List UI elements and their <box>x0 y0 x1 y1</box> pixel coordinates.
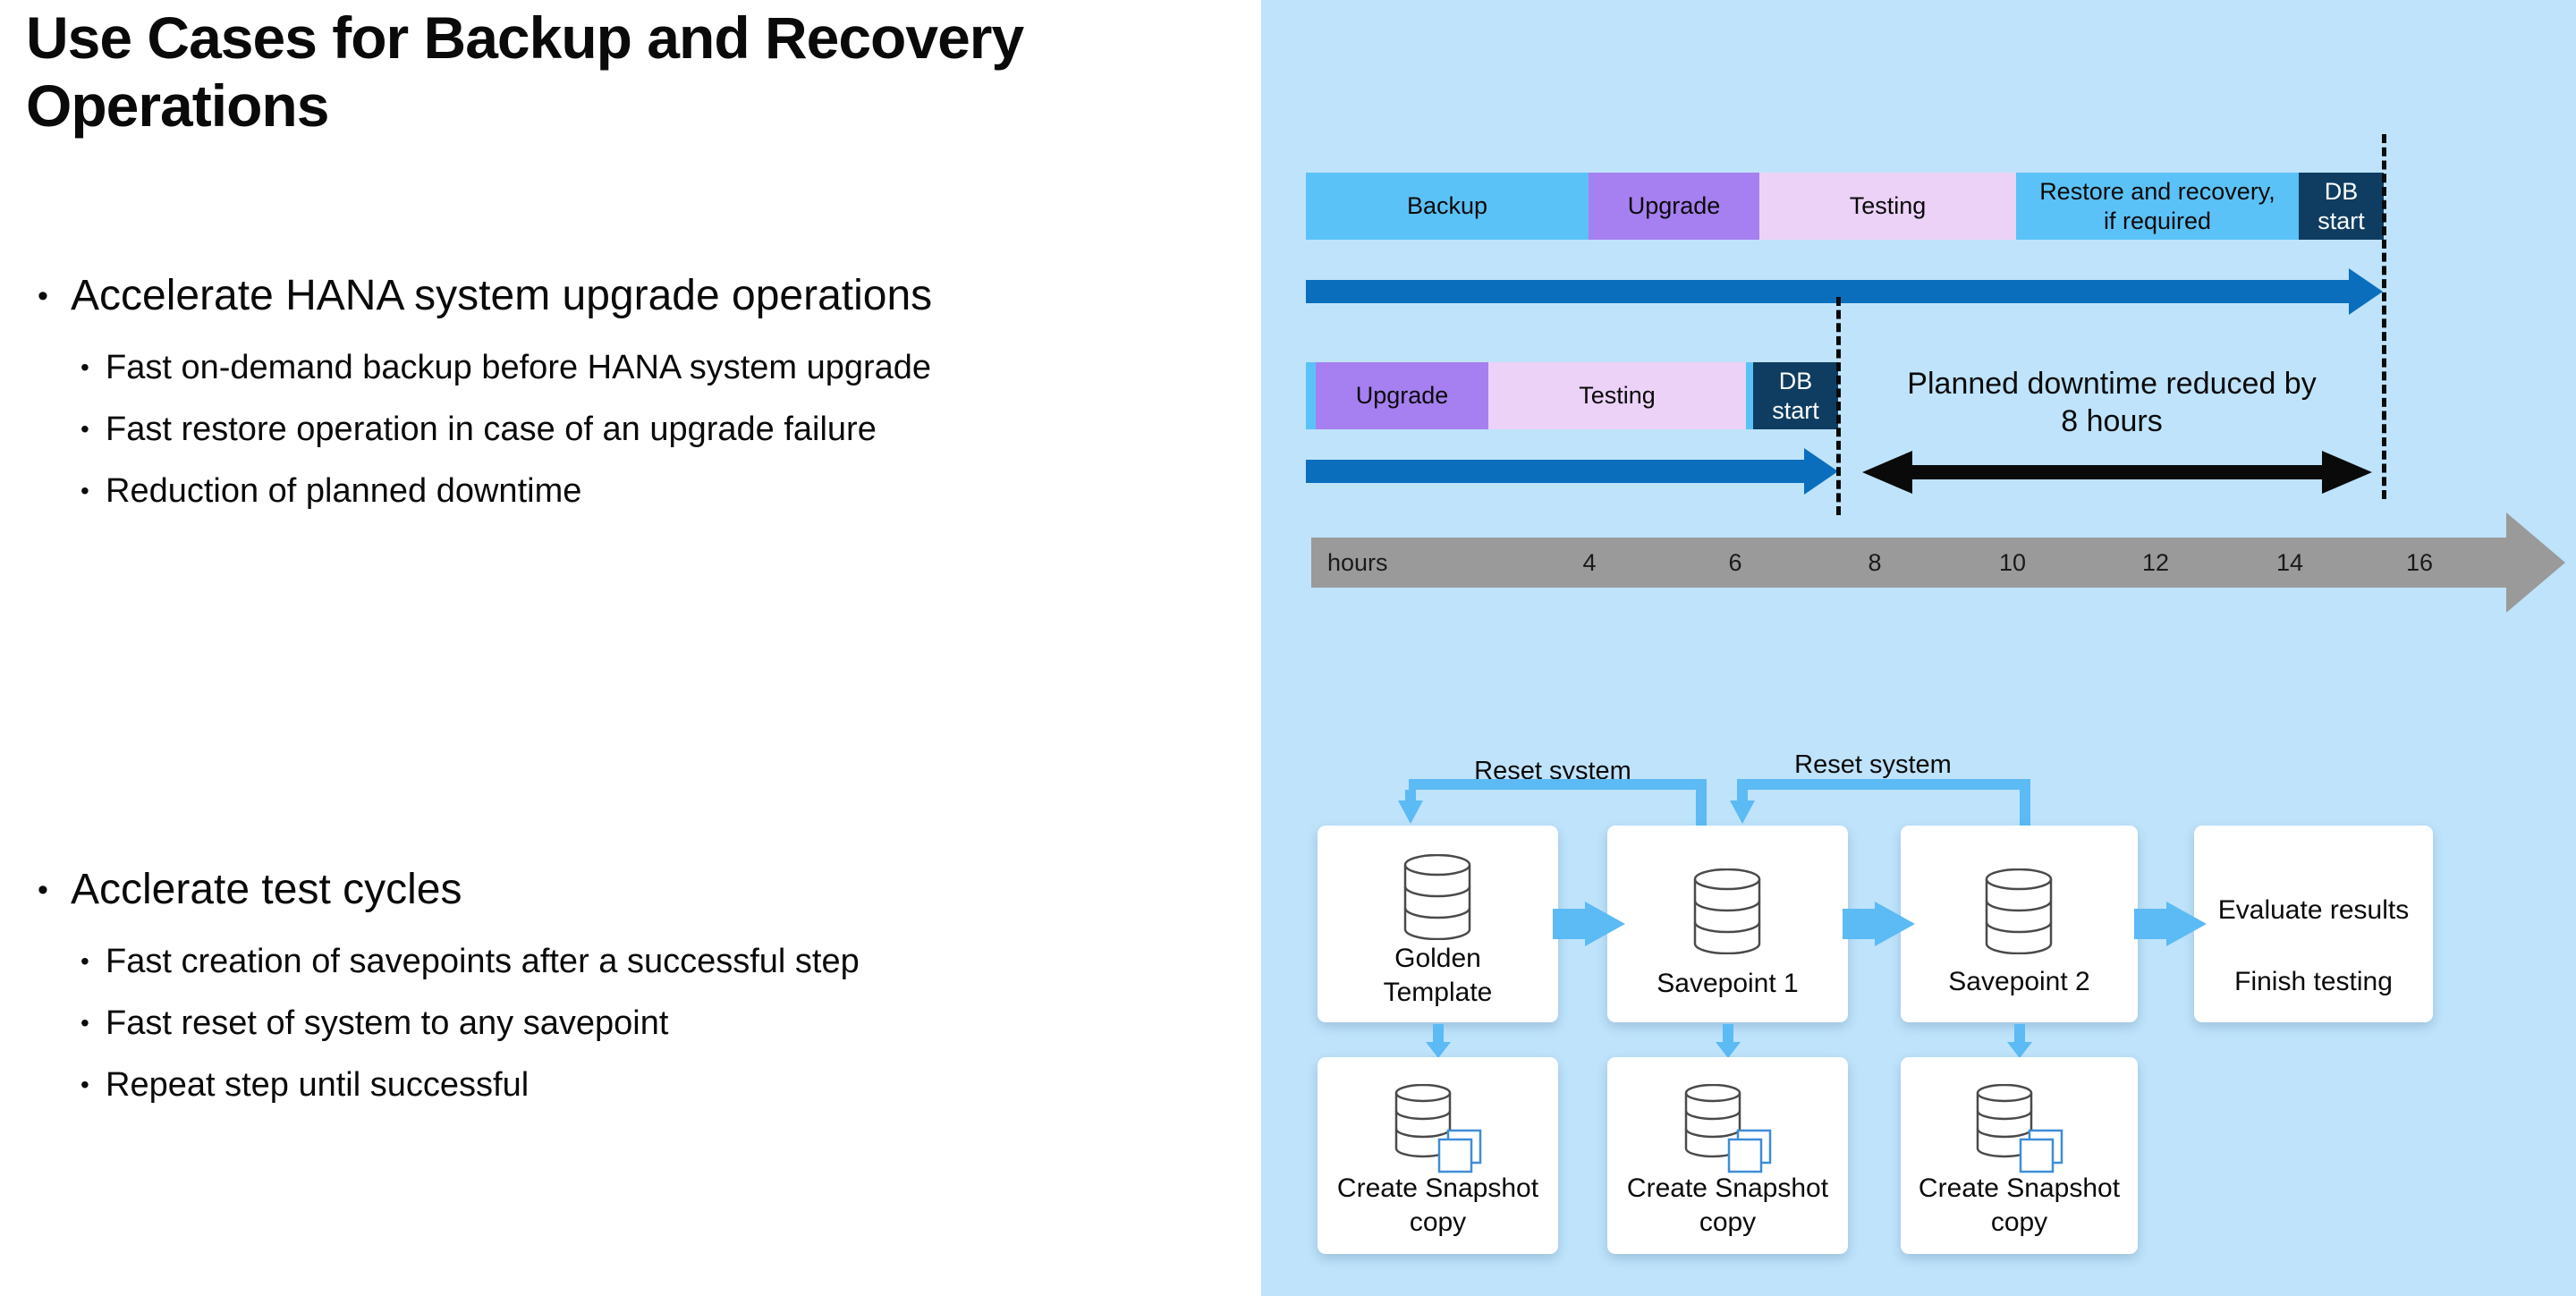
bullet-item: • Fast reset of system to any savepoint <box>38 1003 1236 1044</box>
flow-right-arrow-2 <box>1843 902 1915 946</box>
bullet-icon: • <box>80 947 89 975</box>
flow-box-label: Create Snapshot copy <box>1626 1173 1829 1237</box>
bullet-item: • Repeat step until successful <box>38 1064 1236 1105</box>
segment-db-start: DB start <box>2299 173 2384 240</box>
elapsed-time-arrow-without <box>1306 268 2383 315</box>
hours-axis-bar <box>1311 538 2506 588</box>
page-title: Use Cases for Backup and Recovery Operat… <box>26 4 1024 140</box>
flow-box-label: Evaluate results <box>2217 895 2410 925</box>
bullet-item: • Fast restore operation in case of an u… <box>38 409 1236 450</box>
flow-box-label: Create Snapshot copy <box>1336 1173 1539 1237</box>
bullet-item: • Reduction of planned downtime <box>38 470 1236 512</box>
dashed-line-end-with <box>1836 297 1841 515</box>
axis-tick-12: 12 <box>2141 549 2170 576</box>
flow-box-create-snapshot-2: Create Snapshot copy <box>1607 1057 1848 1254</box>
flow-box-savepoint-1: Savepoint 1 <box>1607 826 1848 1022</box>
flow-box-label: Savepoint 1 <box>1657 969 1799 998</box>
segment-restore-fast <box>1746 362 1753 429</box>
axis-unit-label: hours <box>1327 549 1388 576</box>
page-title-line2: Operations <box>26 72 329 139</box>
flow-box-label: Create Snapshot copy <box>1918 1173 2121 1237</box>
database-icon <box>1403 854 1471 940</box>
arrow-right-head <box>2322 451 2372 494</box>
reset-connector-1-horizontal <box>1409 779 1707 790</box>
segment-upgrade: Upgrade <box>1316 362 1488 429</box>
database-copy-icon <box>1684 1084 1772 1173</box>
bullet-icon: • <box>38 873 48 907</box>
flow-box-evaluate-results: Evaluate results Finish testing <box>2194 826 2433 1022</box>
arrow-body <box>1911 465 2324 479</box>
bullet-item-label: Fast restore operation in case of an upg… <box>106 411 877 448</box>
timeline-row-without-snapshot: Backup Upgrade Testing Restore and recov… <box>1306 173 2384 240</box>
segment-upgrade: Upgrade <box>1589 173 1759 240</box>
flow-down-arrow-3 <box>2002 1024 2038 1058</box>
bullet-heading-row: • Acclerate test cycles <box>38 864 1236 916</box>
axis-tick-16: 16 <box>2405 549 2434 576</box>
timeline-row-with-snapshot: Upgrade Testing DB start <box>1306 362 1838 429</box>
segment-backup: Backup <box>1306 173 1589 240</box>
database-copy-icon <box>1976 1084 2063 1173</box>
flow-box-golden-template: Golden Template <box>1318 826 1558 1022</box>
bullet-heading: Accelerate HANA system upgrade operation… <box>71 272 933 319</box>
downtime-annotation: Planned downtime reduced by 8 hours <box>1907 367 2317 438</box>
bullet-icon: • <box>80 1071 89 1098</box>
bullet-icon: • <box>80 477 89 504</box>
arrow-left-head <box>1862 451 1912 494</box>
axis-tick-4: 4 <box>1582 549 1597 576</box>
page-title-line1: Use Cases for Backup and Recovery <box>26 4 1024 71</box>
axis-tick-6: 6 <box>1728 549 1742 576</box>
reset-connector-1-left-drop <box>1405 790 1416 800</box>
bullet-item: • Fast on-demand backup before HANA syst… <box>38 347 1236 388</box>
flow-box-create-snapshot-3: Create Snapshot copy <box>1901 1057 2138 1254</box>
flow-box-savepoint-2: Savepoint 2 <box>1901 826 2138 1022</box>
flow-right-arrow-3 <box>2134 902 2207 946</box>
flow-box-label: Golden Template <box>1383 944 1493 1007</box>
bullet-item-label: Fast creation of savepoints after a succ… <box>106 943 860 980</box>
flow-box-label: Savepoint 2 <box>1948 967 2090 996</box>
axis-tick-14: 14 <box>2275 549 2304 576</box>
bullet-heading-row: • Accelerate HANA system upgrade operati… <box>38 270 1236 322</box>
reset-connector-2-left-drop <box>1737 790 1748 800</box>
bullet-group-upgrade: • Accelerate HANA system upgrade operati… <box>38 270 1236 512</box>
segment-restore-recovery: Restore and recovery, if required <box>2016 173 2299 240</box>
segment-testing: Testing <box>1759 173 2016 240</box>
reset-connector-2-horizontal <box>1737 779 2030 790</box>
flow-down-arrow-1 <box>1420 1024 1456 1058</box>
bullet-icon: • <box>80 1009 89 1037</box>
flow-box-label: Finish testing <box>2234 967 2393 996</box>
reset-system-label-2: Reset system <box>1794 750 1952 779</box>
bullet-icon: • <box>80 353 89 381</box>
flow-right-arrow-1 <box>1553 902 1625 946</box>
segment-db-start: DB start <box>1753 362 1838 429</box>
bullet-item: • Fast creation of savepoints after a su… <box>38 941 1236 982</box>
segment-backup-fast <box>1306 362 1316 429</box>
reset-connector-1-right-drop <box>1696 779 1707 826</box>
elapsed-time-arrow-with <box>1306 448 1838 495</box>
bullet-item-label: Repeat step until successful <box>106 1066 530 1104</box>
database-copy-icon <box>1394 1084 1482 1173</box>
reset-connector-2-right-drop <box>2020 779 2030 826</box>
bullet-group-test-cycles: • Acclerate test cycles • Fast creation … <box>38 864 1236 1105</box>
flow-down-arrow-2 <box>1710 1024 1746 1058</box>
database-icon <box>1693 868 1761 954</box>
axis-tick-8: 8 <box>1868 549 1882 576</box>
hours-axis-arrowhead <box>2506 512 2565 613</box>
reset-connector-1-arrowhead-icon <box>1398 800 1423 824</box>
bullet-item-label: Fast on-demand backup before HANA system… <box>106 349 932 386</box>
time-saved-arrow <box>1862 449 2372 496</box>
bullet-item-label: Fast reset of system to any savepoint <box>106 1004 669 1042</box>
axis-tick-10: 10 <box>1998 549 2027 576</box>
database-icon <box>1985 868 2053 954</box>
dashed-line-end-without <box>2382 134 2386 499</box>
flow-box-create-snapshot-1: Create Snapshot copy <box>1318 1057 1558 1254</box>
segment-testing: Testing <box>1488 362 1746 429</box>
reset-connector-2-arrowhead-icon <box>1730 800 1755 824</box>
bullet-item-label: Reduction of planned downtime <box>106 472 582 510</box>
bullet-icon: • <box>38 279 48 313</box>
bullet-icon: • <box>80 415 89 443</box>
bullet-heading: Acclerate test cycles <box>71 866 462 913</box>
